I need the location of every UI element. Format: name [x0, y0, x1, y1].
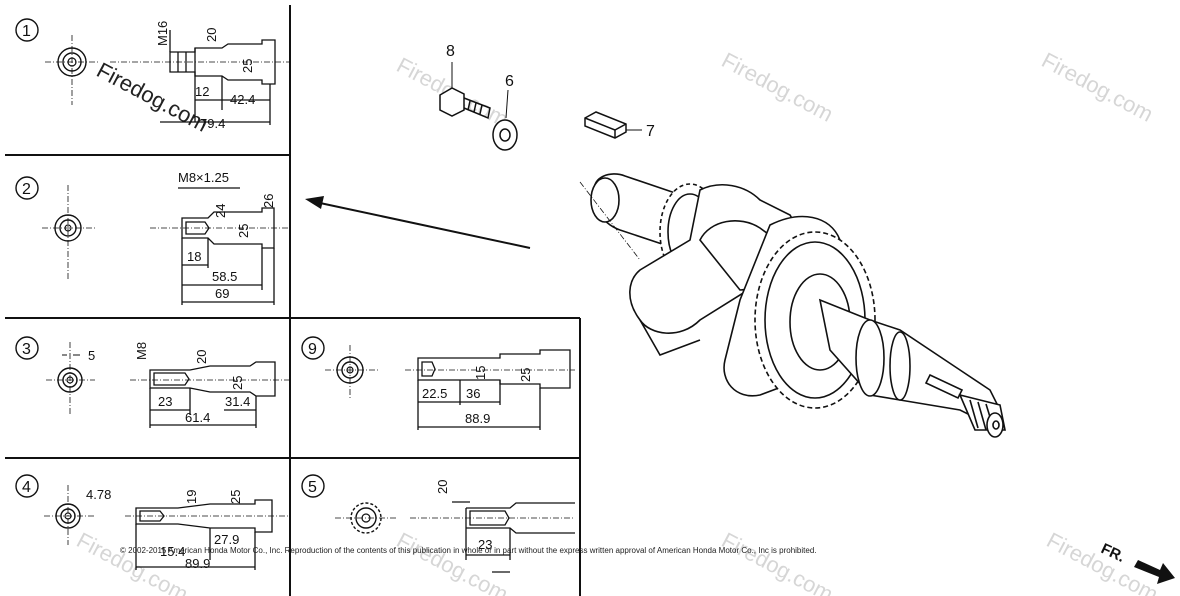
- dimension-label: 25: [236, 224, 251, 238]
- dimension-label: 25: [228, 490, 243, 504]
- dimension-label: 26: [261, 194, 276, 208]
- dimension-label: 19: [184, 490, 199, 504]
- dimension-label: 15.4: [160, 544, 185, 559]
- splined-end-view-icon: [335, 502, 398, 534]
- detail-2: 2 M8×1.25 24 26 25 18 58.5 69: [15, 170, 290, 305]
- dimension-label: 25: [230, 376, 245, 390]
- detail-4: 4 4.78 19 25 27.9 15.4 89.9: [15, 474, 290, 571]
- dimension-label: 22.5: [422, 386, 447, 401]
- arrow-right-icon: [1134, 560, 1175, 584]
- reference-arrow: [305, 196, 531, 249]
- detail-5: 5 20 23: [301, 474, 575, 573]
- part-number-6: 6: [505, 73, 514, 90]
- dimension-label: 69: [215, 286, 229, 301]
- part-6-washer: [492, 89, 518, 151]
- dimension-label: 25: [240, 59, 255, 73]
- detail-panel-grid: [5, 5, 581, 596]
- dimension-label: 27.9: [214, 532, 239, 547]
- part-8-bolt: [439, 62, 491, 120]
- dimension-label: 89.9: [185, 556, 210, 571]
- dimension-label: 18: [187, 249, 201, 264]
- dimension-label: 58.5: [212, 269, 237, 284]
- dimension-label: 25: [518, 368, 533, 382]
- dimension-label: 79.4: [200, 116, 225, 131]
- dimension-label: 23: [158, 394, 172, 409]
- watermark-text: Firedog.com: [1038, 47, 1158, 126]
- shaft-profile: [150, 187, 290, 305]
- detail-3: 3 5 M8 20 25 23 31.4 61.4: [15, 336, 290, 428]
- dimension-label: 4.78: [86, 487, 111, 502]
- watermark-text: Firedog.com: [393, 527, 513, 596]
- shaft-profile: [410, 501, 575, 573]
- dimension-label: 88.9: [465, 411, 490, 426]
- detail-number-1: 1: [22, 23, 31, 40]
- dimension-label: M8×1.25: [178, 170, 229, 185]
- shaft-end-view-icon: [45, 35, 100, 105]
- threaded-end: [958, 393, 1006, 438]
- part-number-7: 7: [646, 123, 655, 140]
- dimension-label: 20: [204, 28, 219, 42]
- dimension-label: 31.4: [225, 394, 250, 409]
- detail-number-5: 5: [308, 479, 317, 496]
- dimension-label: 12: [195, 84, 209, 99]
- shaft-profile: [125, 499, 290, 570]
- shaft-end-view-icon: [42, 185, 95, 280]
- shaft-profile: [130, 361, 290, 428]
- watermark-text: Firedog.com: [73, 527, 193, 596]
- crankshaft-illustration: [579, 173, 1006, 438]
- detail-1: 1 M16 20 25 12 42.4 79.4: [15, 18, 290, 131]
- detail-9: 9 15 25 22.5 36 88.9: [301, 336, 575, 430]
- copyright-notice: © 2002-2015 American Honda Motor Co., In…: [120, 546, 817, 555]
- dimension-label: M16: [155, 21, 170, 46]
- detail-number-3: 3: [22, 341, 31, 358]
- detail-number-4: 4: [22, 479, 31, 496]
- detail-number-2: 2: [22, 181, 31, 198]
- shaft-end-view-icon: [46, 342, 95, 415]
- part-number-8: 8: [446, 43, 455, 60]
- watermark-text: Firedog.com: [1043, 527, 1163, 596]
- dimension-label: 20: [194, 350, 209, 364]
- dimension-label: 5: [88, 348, 95, 363]
- dimension-label: 61.4: [185, 410, 210, 425]
- detail-number-9: 9: [308, 341, 317, 358]
- dimension-label: 36: [466, 386, 480, 401]
- dimension-label: 24: [213, 204, 228, 218]
- part-7-key: [584, 111, 642, 139]
- dimension-label: 42.4: [230, 92, 255, 107]
- dimension-label: M8: [134, 342, 149, 360]
- shaft-end-view-icon: [325, 345, 378, 398]
- dimension-label: 23: [478, 537, 492, 552]
- watermark-text: Firedog.com: [718, 527, 838, 596]
- dimension-label: 15: [473, 366, 488, 380]
- shaft-profile: [405, 349, 575, 430]
- shaft-end-view-icon: [44, 485, 94, 545]
- watermark-text: Firedog.com: [718, 47, 838, 126]
- dimension-label: 20: [435, 480, 450, 494]
- shaft-profile: [110, 30, 290, 125]
